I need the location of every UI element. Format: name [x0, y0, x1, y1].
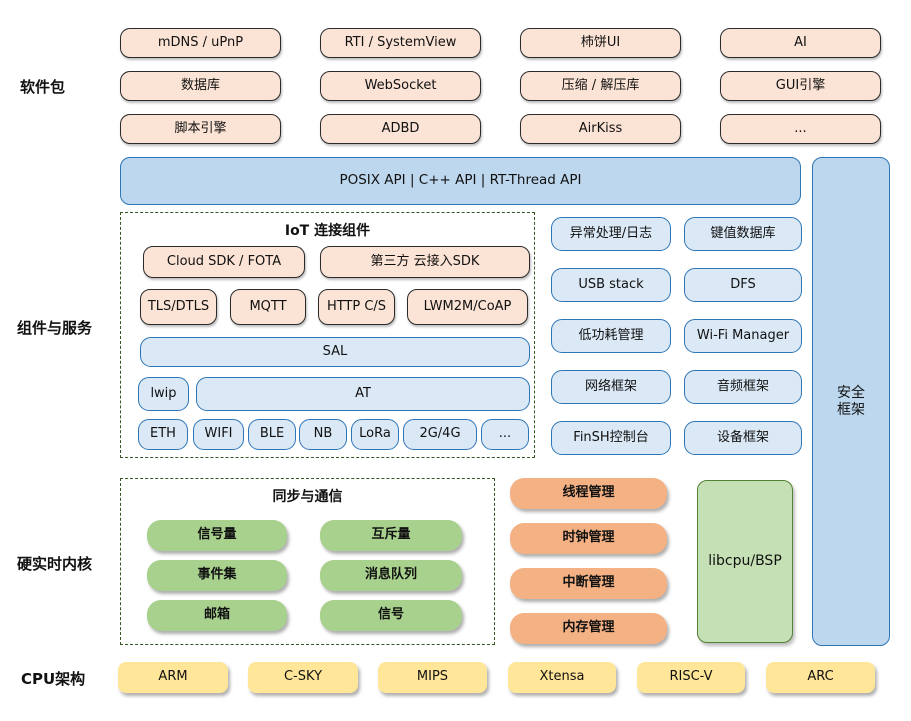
ipc-box: 信号 [320, 600, 462, 631]
service-box: 设备框架 [684, 421, 802, 455]
ipc-box: 邮箱 [147, 600, 287, 631]
ipc-box: 互斥量 [320, 520, 462, 551]
package-box: GUI引擎 [720, 71, 881, 101]
sync-ipc-title: 同步与通信 [272, 489, 343, 505]
package-box: AirKiss [520, 114, 681, 144]
link-box: BLE [248, 419, 296, 450]
section-label-packages: 软件包 [20, 78, 66, 96]
protocol-box: MQTT [230, 289, 306, 325]
ipc-box: 事件集 [147, 560, 287, 591]
section-label-cpu: CPU架构 [21, 670, 86, 688]
package-box: mDNS / uPnP [120, 28, 281, 58]
link-box: ... [481, 419, 529, 450]
security-framework-box: 安全 框架 [812, 157, 890, 646]
cpu-arch-box: RISC-V [637, 662, 745, 693]
service-box: 异常处理/日志 [551, 217, 671, 251]
service-box: Wi-Fi Manager [684, 319, 802, 353]
protocol-box: TLS/DTLS [140, 289, 217, 325]
cpu-arch-box: ARM [118, 662, 228, 693]
api-banner: POSIX API | C++ API | RT-Thread API [120, 157, 801, 205]
service-box: 网络框架 [551, 370, 671, 404]
kernel-mgmt-box: 线程管理 [510, 478, 667, 509]
ipc-box: 信号量 [147, 520, 287, 551]
cloud-sdk-box: Cloud SDK / FOTA [143, 246, 305, 278]
lwip-box: lwip [138, 377, 189, 411]
package-box: 柿饼UI [520, 28, 681, 58]
link-box: 2G/4G [403, 419, 477, 450]
iot-group-title: IoT 连接组件 [284, 223, 371, 239]
package-box: 压缩 / 解压库 [520, 71, 681, 101]
at-box: AT [196, 377, 530, 411]
service-box: USB stack [551, 268, 671, 302]
package-box: ADBD [320, 114, 481, 144]
service-box: 低功耗管理 [551, 319, 671, 353]
kernel-mgmt-box: 中断管理 [510, 568, 667, 599]
link-box: WIFI [193, 419, 244, 450]
kernel-mgmt-box: 时钟管理 [510, 523, 667, 554]
service-box: DFS [684, 268, 802, 302]
cpu-arch-box: MIPS [378, 662, 487, 693]
package-box: 脚本引擎 [120, 114, 281, 144]
iot-connect-group [120, 212, 535, 458]
cpu-arch-box: ARC [766, 662, 875, 693]
section-label-components: 组件与服务 [17, 319, 93, 337]
package-box: WebSocket [320, 71, 481, 101]
kernel-mgmt-box: 内存管理 [510, 613, 667, 644]
package-box: AI [720, 28, 881, 58]
protocol-box: LWM2M/CoAP [407, 289, 528, 325]
section-label-kernel: 硬实时内核 [17, 555, 93, 573]
libcpu-bsp-box: libcpu/BSP [697, 480, 793, 643]
cpu-arch-box: C-SKY [248, 662, 358, 693]
link-box: LoRa [351, 419, 399, 450]
ipc-box: 消息队列 [320, 560, 462, 591]
protocol-box: HTTP C/S [318, 289, 395, 325]
service-box: FinSH控制台 [551, 421, 671, 455]
service-box: 键值数据库 [684, 217, 802, 251]
sal-box: SAL [140, 337, 530, 367]
package-box: 数据库 [120, 71, 281, 101]
package-box: RTI / SystemView [320, 28, 481, 58]
thirdparty-sdk-box: 第三方 云接入SDK [320, 246, 530, 278]
service-box: 音频框架 [684, 370, 802, 404]
cpu-arch-box: Xtensa [508, 662, 616, 693]
sync-ipc-group [120, 478, 495, 645]
link-box: ETH [138, 419, 188, 450]
package-box: ... [720, 114, 881, 144]
link-box: NB [299, 419, 347, 450]
